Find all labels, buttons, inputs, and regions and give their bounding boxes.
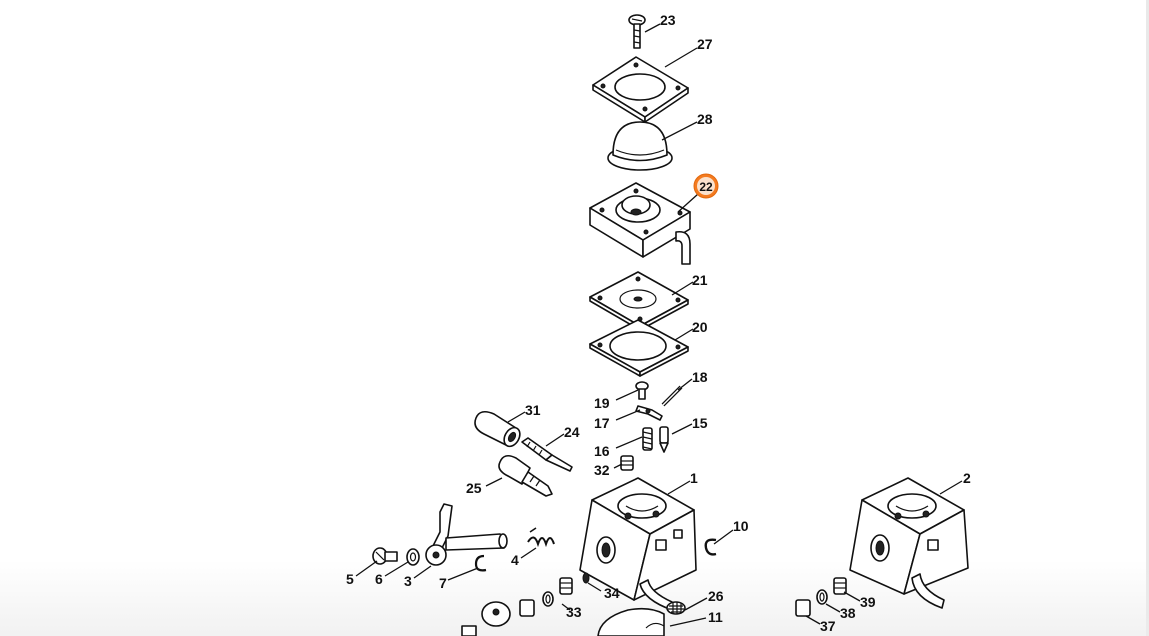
callout-22-highlight[interactable]: 22	[693, 173, 719, 199]
part-28-primer-bulb	[607, 121, 673, 171]
callout-39: 39	[860, 594, 876, 610]
part-27-cover	[592, 56, 689, 123]
part-5-screw	[372, 547, 398, 565]
leader-lines	[355, 23, 963, 627]
callout-33: 33	[566, 604, 582, 620]
callout-10: 10	[733, 518, 749, 534]
callout-18: 18	[692, 369, 708, 385]
part-38-oring	[816, 589, 828, 605]
part-39-spring	[833, 577, 847, 595]
right-edge	[1146, 0, 1149, 636]
part-20-gasket	[589, 319, 689, 377]
part-21-diaphragm	[589, 271, 689, 331]
callout-20: 20	[692, 319, 708, 335]
callout-25: 25	[466, 480, 482, 496]
callout-17: 17	[594, 415, 610, 431]
callout-3: 3	[404, 573, 412, 589]
part-26-screen	[666, 601, 686, 615]
callout-5: 5	[346, 571, 354, 587]
callout-7: 7	[439, 575, 447, 591]
part-3-clip	[474, 554, 487, 572]
callout-31: 31	[525, 402, 541, 418]
part-22-pump-body	[589, 182, 691, 265]
callout-37: 37	[820, 618, 836, 634]
part-23-screw	[628, 14, 646, 49]
part-7-throttle-lever	[425, 503, 508, 566]
part-32-plug	[620, 455, 634, 471]
callout-28: 28	[697, 111, 713, 127]
part-2-carburetor	[849, 477, 969, 609]
part-34-oring	[582, 572, 590, 584]
callout-38: 38	[840, 605, 856, 621]
part-25-adjusting-screw	[498, 454, 553, 497]
callout-27: 27	[697, 36, 713, 52]
callout-34: 34	[604, 585, 620, 601]
callout-16: 16	[594, 443, 610, 459]
callout-6: 6	[375, 571, 383, 587]
callout-24: 24	[564, 424, 580, 440]
part-24-adjusting-screw	[521, 437, 573, 472]
callout-labels: 23 27 28 22 21 20 18 19 17 15 16 32 31 2…	[346, 12, 971, 634]
part-16-spring	[642, 427, 653, 451]
callout-19: 19	[594, 395, 610, 411]
part-bottom-left-parts	[461, 601, 511, 636]
part-11-cover	[597, 607, 665, 636]
part-6-washer	[406, 548, 420, 566]
part-1-carburetor	[579, 477, 697, 611]
callout-21: 21	[692, 272, 708, 288]
callout-32: 32	[594, 462, 610, 478]
part-19-screw	[635, 381, 649, 400]
part-37-plug	[795, 599, 811, 617]
callout-23: 23	[660, 12, 676, 28]
callout-15: 15	[692, 415, 708, 431]
callout-2: 2	[963, 470, 971, 486]
callout-26: 26	[708, 588, 724, 604]
part-10-circlip	[704, 538, 717, 556]
part-15-needle	[659, 426, 669, 453]
part-33-plug	[519, 577, 573, 617]
callout-1: 1	[690, 470, 698, 486]
callout-22: 22	[699, 180, 713, 194]
callout-4: 4	[511, 552, 519, 568]
callout-11: 11	[708, 609, 723, 625]
part-4-spring	[527, 527, 555, 548]
part-31-limiter-cap	[474, 410, 521, 448]
part-17-lever	[635, 405, 663, 421]
